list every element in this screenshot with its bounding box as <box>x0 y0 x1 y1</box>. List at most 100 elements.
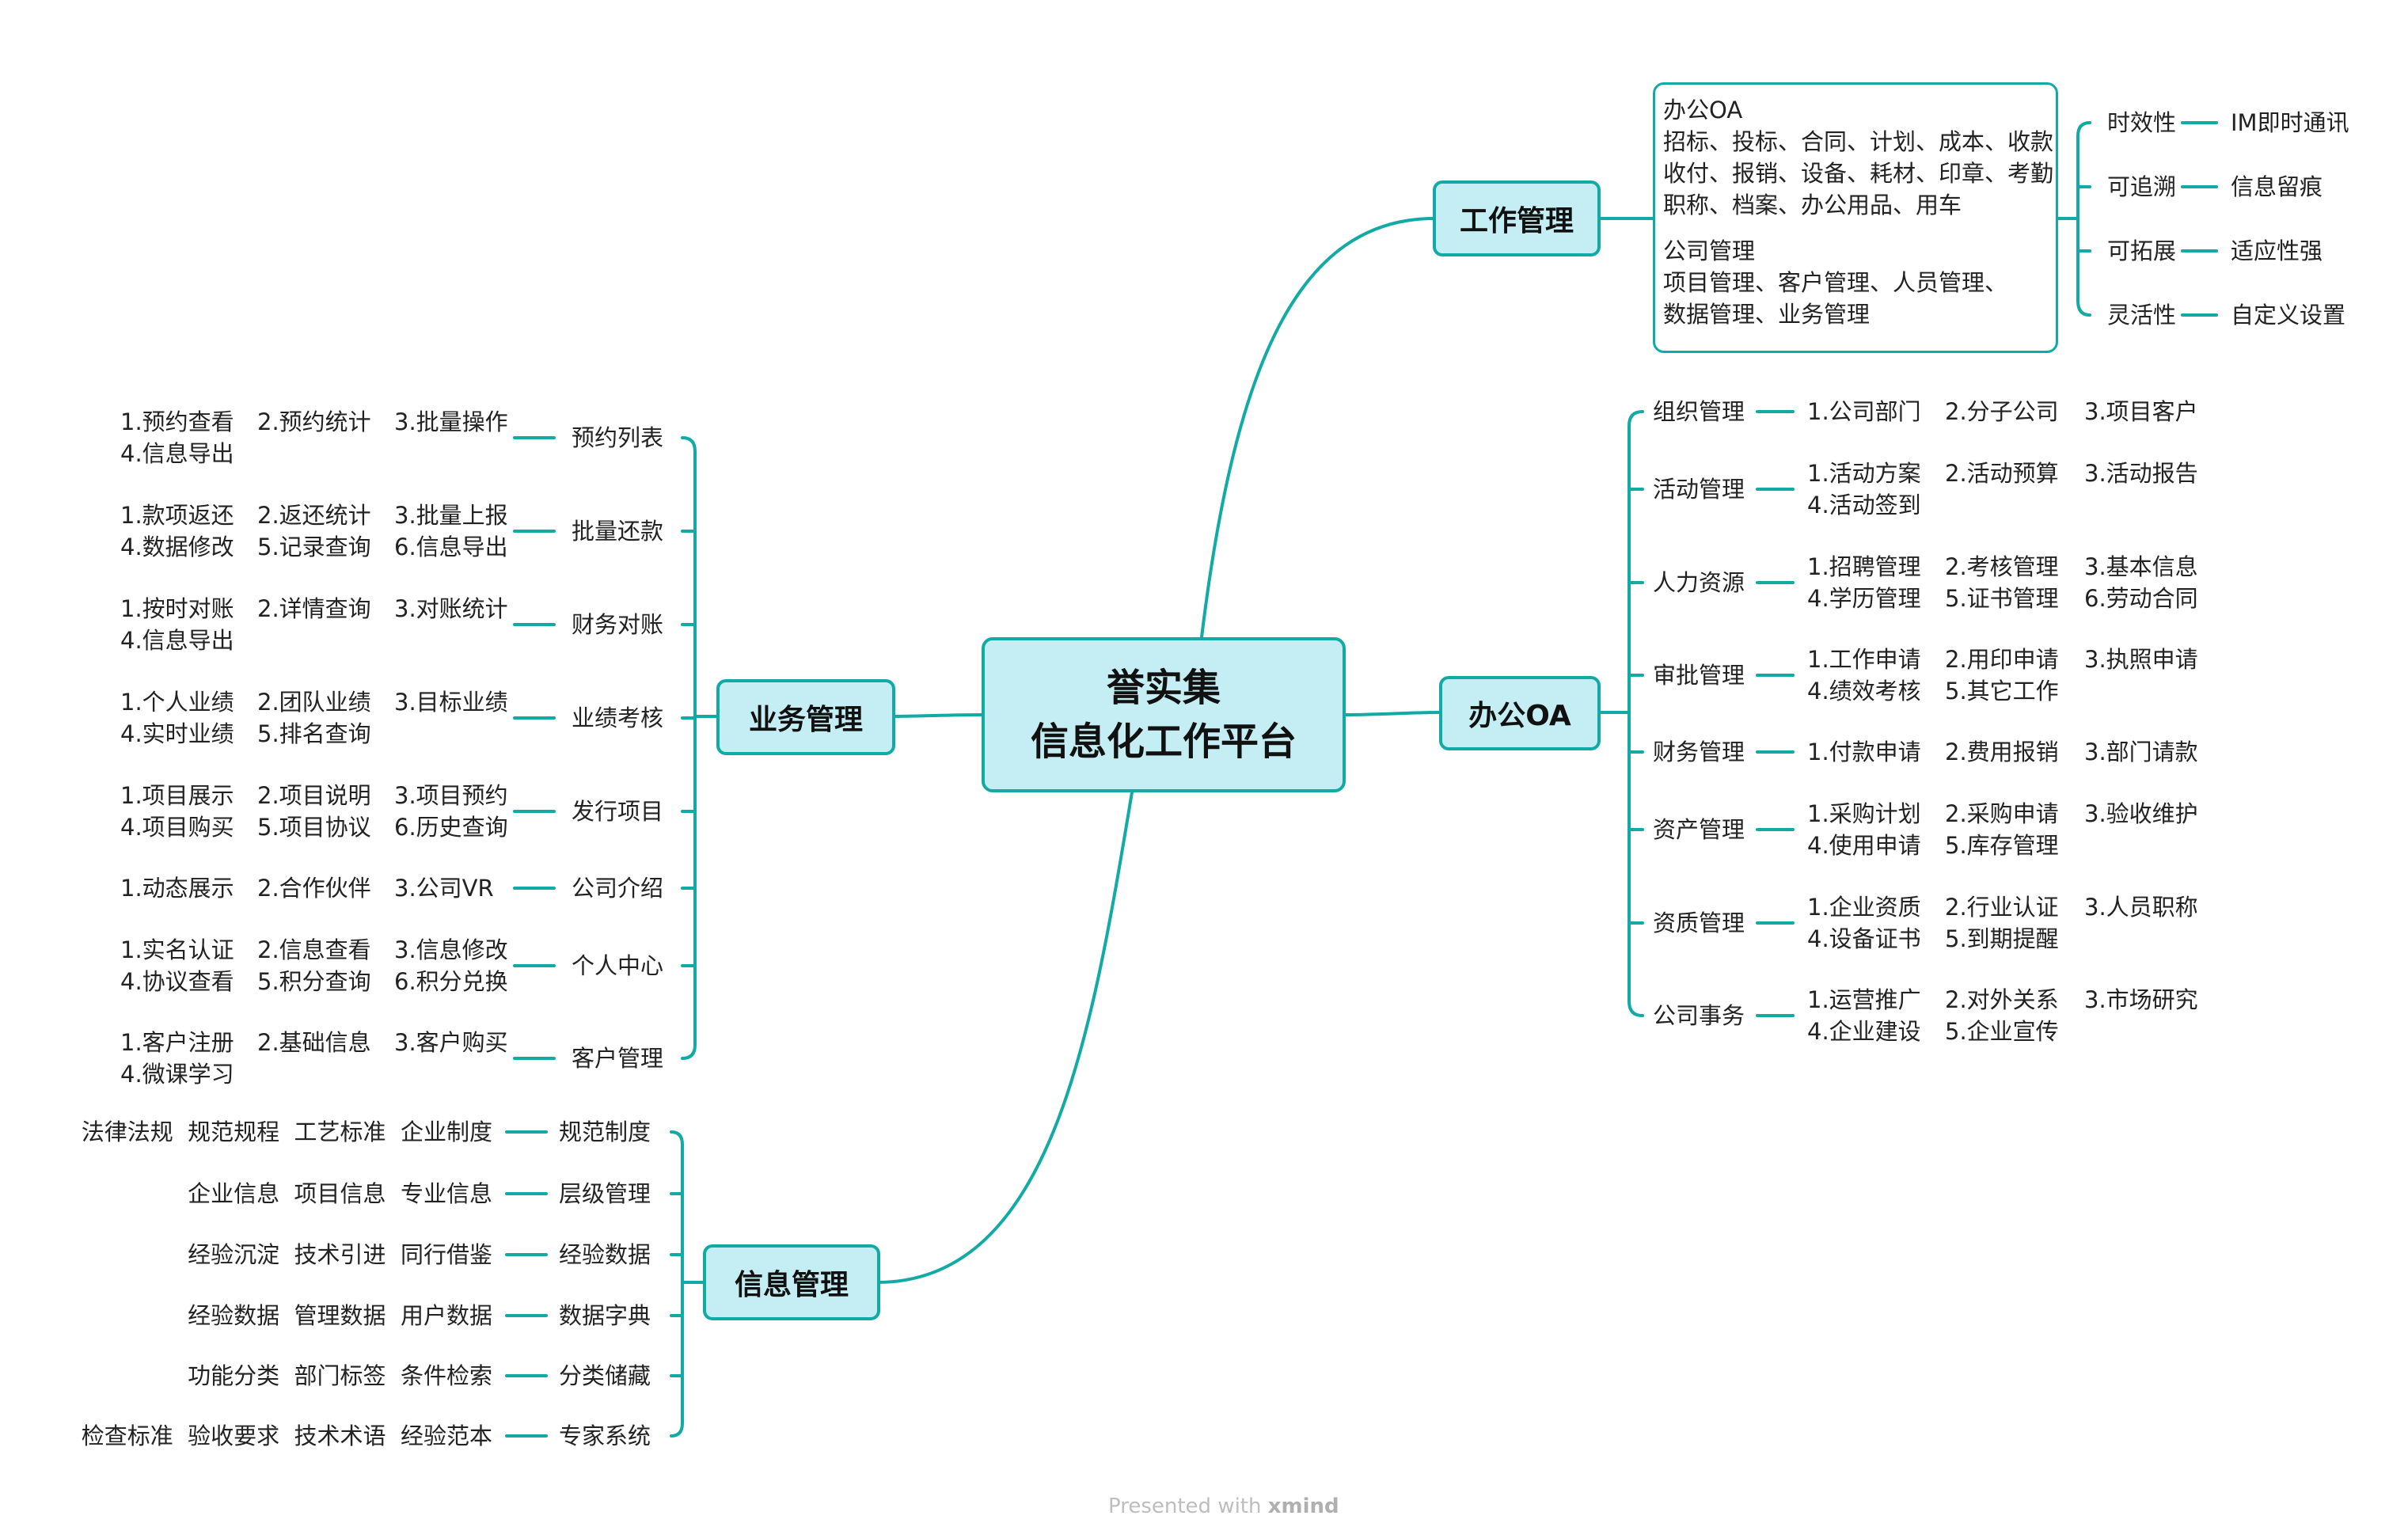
oa-subitem[interactable]: 1.运营推广 <box>1807 986 1921 1013</box>
root-node[interactable]: 誉实集 信息化工作平台 <box>982 637 1346 792</box>
business-subitem[interactable]: 4.协议查看 <box>120 968 234 995</box>
oa-subitem[interactable]: 4.绩效考核 <box>1807 678 1921 705</box>
business-item-label[interactable]: 业绩考核 <box>572 705 664 731</box>
business-item-label[interactable]: 个人中心 <box>572 952 664 979</box>
oa-subitem[interactable]: 4.学历管理 <box>1807 585 1921 612</box>
business-subitem[interactable]: 3.客户购买 <box>394 1029 508 1056</box>
oa-subitem[interactable]: 1.招聘管理 <box>1807 553 1921 580</box>
business-subitem[interactable]: 4.项目购买 <box>120 814 234 841</box>
business-item-label[interactable]: 批量还款 <box>572 518 664 545</box>
business-subitem[interactable]: 5.排名查询 <box>257 720 371 747</box>
business-subitem[interactable]: 2.返还统计 <box>257 502 371 529</box>
oa-subitem[interactable]: 1.公司部门 <box>1807 398 1921 425</box>
work-prop-value[interactable]: 自定义设置 <box>2231 302 2346 329</box>
business-subitem[interactable]: 1.个人业绩 <box>120 689 234 716</box>
business-subitem[interactable]: 4.信息导出 <box>120 627 234 654</box>
business-subitem[interactable]: 1.实名认证 <box>120 936 234 963</box>
business-subitem[interactable]: 3.项目预约 <box>394 782 508 809</box>
business-subitem[interactable]: 3.批量操作 <box>394 408 508 435</box>
info-item-label[interactable]: 分类储藏 <box>559 1362 651 1389</box>
business-subitem[interactable]: 3.目标业绩 <box>394 689 508 716</box>
oa-subitem[interactable]: 2.用印申请 <box>1945 646 2059 673</box>
branch-info[interactable]: 信息管理 <box>703 1244 880 1320</box>
business-subitem[interactable]: 1.按时对账 <box>120 595 234 622</box>
business-subitem[interactable]: 4.数据修改 <box>120 534 234 560</box>
branch-oa[interactable]: 办公OA <box>1439 676 1601 750</box>
business-item-label[interactable]: 公司介绍 <box>572 875 664 902</box>
business-item-label[interactable]: 预约列表 <box>572 424 664 451</box>
oa-subitem[interactable]: 2.考核管理 <box>1945 553 2059 580</box>
info-subitems[interactable]: 法律法规 规范规程 工艺标准 企业制度 <box>81 1119 492 1145</box>
oa-subitem[interactable]: 1.活动方案 <box>1807 460 1921 487</box>
work-prop-value[interactable]: 适应性强 <box>2231 237 2323 264</box>
business-subitem[interactable]: 2.信息查看 <box>257 936 371 963</box>
business-item-label[interactable]: 发行项目 <box>572 798 664 825</box>
business-subitem[interactable]: 2.团队业绩 <box>257 689 371 716</box>
info-item-label[interactable]: 数据字典 <box>559 1302 651 1329</box>
business-subitem[interactable]: 3.批量上报 <box>394 502 508 529</box>
info-item-label[interactable]: 层级管理 <box>559 1180 651 1207</box>
oa-item-label[interactable]: 公司事务 <box>1653 1002 1745 1029</box>
business-item-label[interactable]: 财务对账 <box>572 611 664 638</box>
oa-item-label[interactable]: 组织管理 <box>1653 398 1745 425</box>
oa-subitem[interactable]: 2.活动预算 <box>1945 460 2059 487</box>
business-subitem[interactable]: 1.预约查看 <box>120 408 234 435</box>
oa-subitem[interactable]: 1.采购计划 <box>1807 800 1921 827</box>
business-subitem[interactable]: 6.积分兑换 <box>394 968 508 995</box>
work-prop-label[interactable]: 可拓展 <box>2107 237 2177 264</box>
info-item-label[interactable]: 专家系统 <box>559 1422 651 1449</box>
business-subitem[interactable]: 6.历史查询 <box>394 814 508 841</box>
oa-subitem[interactable]: 5.其它工作 <box>1945 678 2059 705</box>
oa-item-label[interactable]: 财务管理 <box>1653 739 1745 765</box>
oa-subitem[interactable]: 3.市场研究 <box>2084 986 2198 1013</box>
business-subitem[interactable]: 5.项目协议 <box>257 814 371 841</box>
oa-subitem[interactable]: 5.企业宣传 <box>1945 1018 2059 1045</box>
info-item-label[interactable]: 经验数据 <box>559 1241 651 1268</box>
info-item-label[interactable]: 规范制度 <box>559 1119 651 1145</box>
business-subitem[interactable]: 2.预约统计 <box>257 408 371 435</box>
oa-subitem[interactable]: 2.费用报销 <box>1945 739 2059 765</box>
work-prop-value[interactable]: IM即时通讯 <box>2231 109 2349 136</box>
business-subitem[interactable]: 3.公司VR <box>394 875 494 902</box>
oa-subitem[interactable]: 3.执照申请 <box>2084 646 2198 673</box>
info-subitems[interactable]: 企业信息 项目信息 专业信息 <box>188 1180 492 1207</box>
business-subitem[interactable]: 1.客户注册 <box>120 1029 234 1056</box>
work-prop-label[interactable]: 灵活性 <box>2107 302 2177 329</box>
oa-subitem[interactable]: 2.行业认证 <box>1945 894 2059 921</box>
oa-subitem[interactable]: 3.验收维护 <box>2084 800 2198 827</box>
business-subitem[interactable]: 1.项目展示 <box>120 782 234 809</box>
oa-subitem[interactable]: 1.企业资质 <box>1807 894 1921 921</box>
business-subitem[interactable]: 2.合作伙伴 <box>257 875 371 902</box>
oa-subitem[interactable]: 4.使用申请 <box>1807 832 1921 859</box>
oa-subitem[interactable]: 3.活动报告 <box>2084 460 2198 487</box>
work-prop-label[interactable]: 可追溯 <box>2107 173 2177 200</box>
oa-subitem[interactable]: 2.采购申请 <box>1945 800 2059 827</box>
business-subitem[interactable]: 1.动态展示 <box>120 875 234 902</box>
branch-work[interactable]: 工作管理 <box>1433 180 1601 256</box>
oa-subitem[interactable]: 5.到期提醒 <box>1945 925 2059 952</box>
oa-subitem[interactable]: 3.基本信息 <box>2084 553 2198 580</box>
business-subitem[interactable]: 4.信息导出 <box>120 440 234 467</box>
business-subitem[interactable]: 1.款项返还 <box>120 502 234 529</box>
info-subitems[interactable]: 经验沉淀 技术引进 同行借鉴 <box>188 1241 492 1268</box>
business-subitem[interactable]: 2.详情查询 <box>257 595 371 622</box>
business-subitem[interactable]: 3.信息修改 <box>394 936 508 963</box>
oa-subitem[interactable]: 4.企业建设 <box>1807 1018 1921 1045</box>
oa-item-label[interactable]: 人力资源 <box>1653 569 1745 596</box>
info-subitems[interactable]: 功能分类 部门标签 条件检索 <box>188 1362 492 1389</box>
branch-business[interactable]: 业务管理 <box>716 679 895 755</box>
oa-item-label[interactable]: 资产管理 <box>1653 816 1745 843</box>
work-prop-label[interactable]: 时效性 <box>2107 109 2177 136</box>
info-subitems[interactable]: 经验数据 管理数据 用户数据 <box>188 1302 492 1329</box>
oa-subitem[interactable]: 3.部门请款 <box>2084 739 2198 765</box>
oa-subitem[interactable]: 3.项目客户 <box>2084 398 2198 425</box>
oa-subitem[interactable]: 4.设备证书 <box>1807 925 1921 952</box>
oa-subitem[interactable]: 2.分子公司 <box>1945 398 2059 425</box>
oa-item-label[interactable]: 审批管理 <box>1653 662 1745 689</box>
oa-subitem[interactable]: 1.工作申请 <box>1807 646 1921 673</box>
oa-subitem[interactable]: 5.库存管理 <box>1945 832 2059 859</box>
oa-subitem[interactable]: 2.对外关系 <box>1945 986 2059 1013</box>
oa-subitem[interactable]: 1.付款申请 <box>1807 739 1921 765</box>
work-detail-box[interactable]: 办公OA 招标、投标、合同、计划、成本、收款 收付、报销、设备、耗材、印章、考勤… <box>1653 82 2058 353</box>
oa-item-label[interactable]: 活动管理 <box>1653 476 1745 503</box>
